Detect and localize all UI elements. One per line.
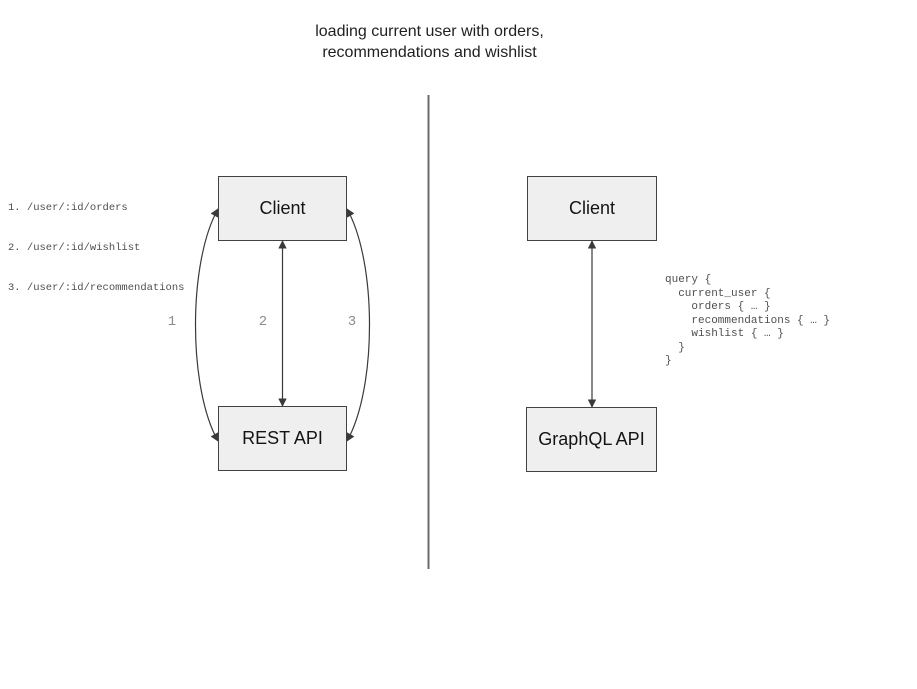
arrow-label-2: 2	[258, 314, 268, 330]
arrow-label-3: 3	[347, 314, 357, 330]
diagram-title: loading current user with orders, recomm…	[315, 23, 544, 61]
rest-endpoint-line: 1. /user/:id/orders	[8, 201, 128, 214]
client-box-graphql: Client	[527, 176, 657, 241]
graphql-api-box-label: GraphQL API	[538, 429, 645, 449]
rest-api-box: REST API	[218, 406, 347, 471]
rest-endpoint-line: 3. /user/:id/recommendations	[8, 282, 185, 295]
client-box-rest: Client	[218, 176, 347, 241]
client-box-rest-label: Client	[259, 198, 306, 218]
arrow-label-1: 1	[167, 314, 177, 330]
rest-endpoints-list: 1. /user/:id/orders 2. /user/:id/wishlis…	[8, 175, 184, 322]
rest-api-box-label: REST API	[242, 428, 323, 448]
rest-endpoint-line: 2. /user/:id/wishlist	[8, 242, 141, 255]
rest-arrow-1-orders	[194, 208, 219, 442]
graphql-query-code: query { current_user { orders { … } reco…	[665, 274, 831, 367]
graphql-api-box: GraphQL API	[526, 407, 657, 472]
client-box-graphql-label: Client	[568, 198, 616, 218]
